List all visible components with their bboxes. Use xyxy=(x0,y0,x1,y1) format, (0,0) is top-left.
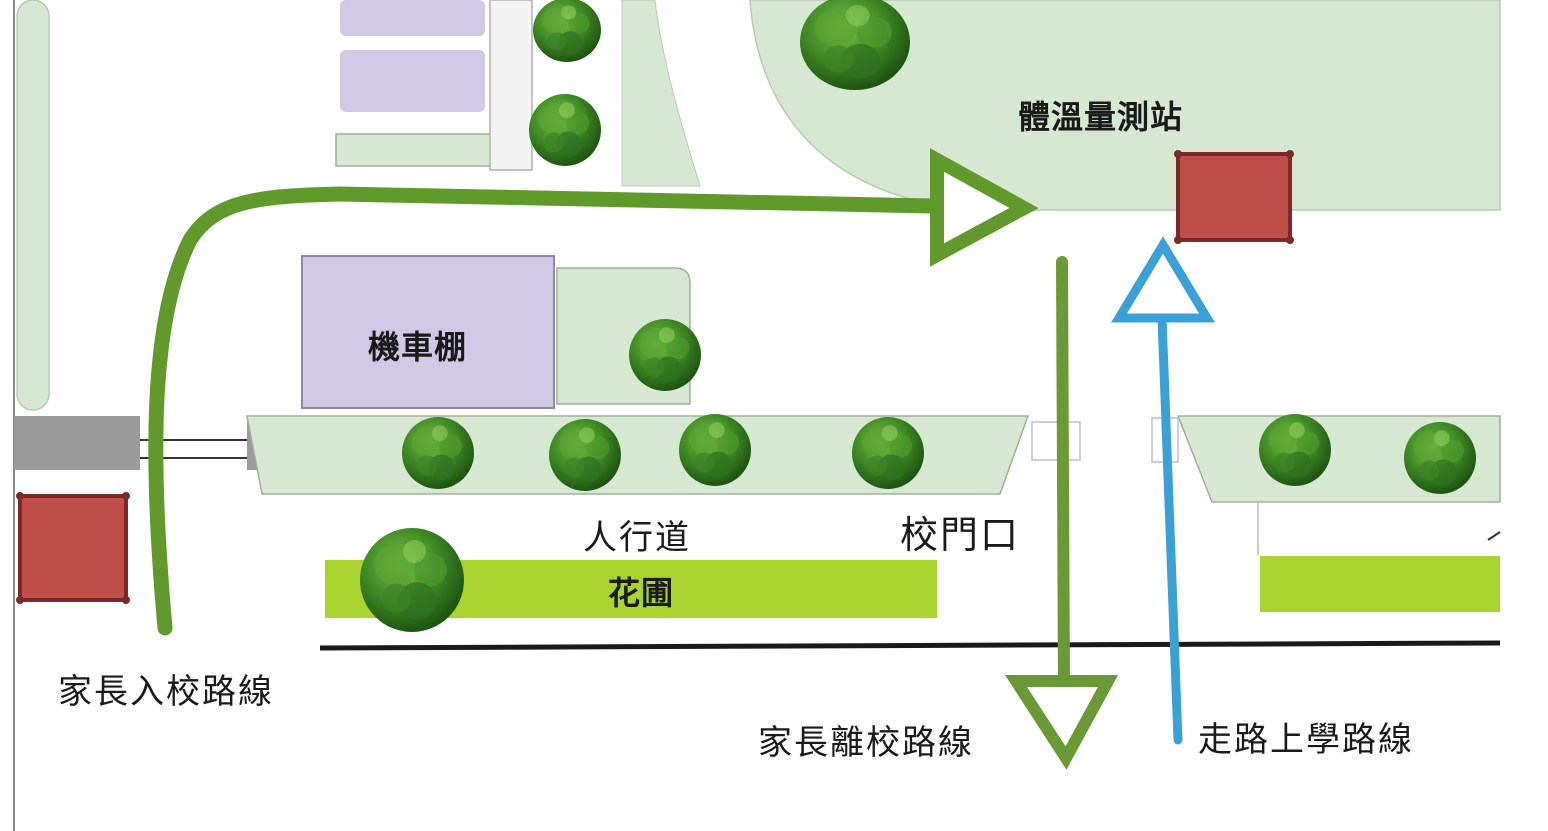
tree-icon xyxy=(529,94,601,166)
tree-icon xyxy=(402,417,474,489)
parent-entry-route-line xyxy=(148,186,940,636)
road-block-left xyxy=(14,416,140,470)
lawn-strip-left xyxy=(16,0,50,411)
station-booth-icon xyxy=(16,492,130,604)
tree-icon xyxy=(1259,414,1331,486)
flower-bed-right xyxy=(1260,556,1500,612)
tree-icon xyxy=(1404,422,1476,494)
tree-icon xyxy=(629,319,701,391)
parent-exit-route-line xyxy=(1056,256,1070,696)
gate-post-left xyxy=(1031,421,1081,461)
tree-icon xyxy=(533,0,601,62)
parking-block-top-1 xyxy=(340,0,485,36)
parking-block-top-2 xyxy=(340,50,485,112)
station-booth-icon xyxy=(1174,150,1294,244)
tree-icon xyxy=(360,528,464,632)
flower-bed-label: 花圃 xyxy=(608,574,675,612)
lawn-diagonal-strip xyxy=(621,0,701,187)
lawn-small-strip xyxy=(335,133,497,167)
tree-icon xyxy=(679,414,751,486)
walk-route-label: 走路上學路線 xyxy=(1198,720,1414,760)
scooter-shed-label: 機車棚 xyxy=(368,328,468,366)
temperature-station-label: 體溫量測站 xyxy=(1018,98,1184,136)
parent-entry-arrowhead xyxy=(930,148,1039,267)
school-gate-label: 校門口 xyxy=(900,513,1021,557)
walkway-strip xyxy=(489,0,533,171)
edge-mark xyxy=(1487,531,1501,541)
parent-exit-arrowhead xyxy=(1004,675,1119,770)
tree-icon xyxy=(852,417,924,489)
tree-icon xyxy=(549,419,621,491)
scooter-shed-building xyxy=(301,255,555,409)
walk-route-line xyxy=(1157,313,1183,745)
sidewalk-label: 人行道 xyxy=(583,518,691,558)
street-line xyxy=(319,640,1501,651)
walk-route-arrowhead xyxy=(1111,236,1215,323)
parent-exit-route-label: 家長離校路線 xyxy=(758,723,974,763)
parent-entry-route-label: 家長入校路線 xyxy=(58,672,274,712)
